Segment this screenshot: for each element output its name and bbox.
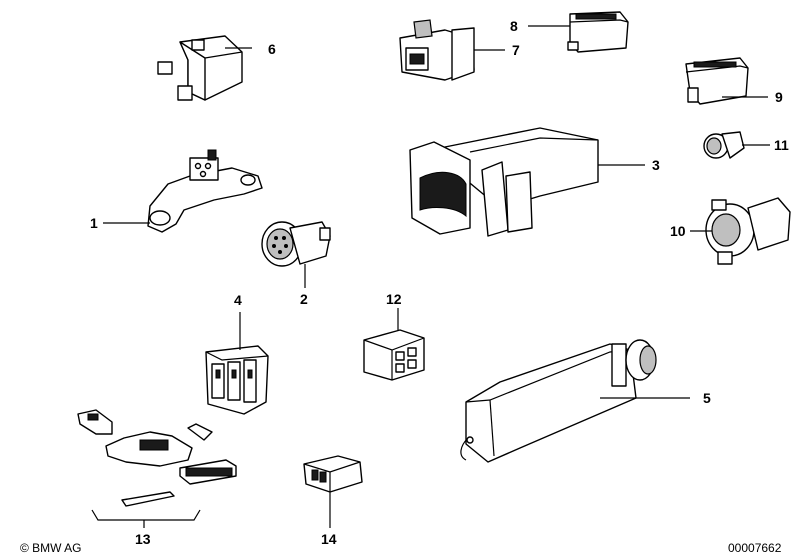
callout-4: 4	[234, 292, 242, 308]
callout-11: 11	[774, 137, 789, 153]
part-3-connector-housing[interactable]	[409, 127, 645, 237]
callout-8: 8	[510, 18, 518, 34]
part-11-round-socket[interactable]	[703, 131, 770, 159]
callout-3: 3	[652, 157, 660, 173]
part-7-connector-housing[interactable]	[399, 19, 505, 81]
callout-14: 14	[321, 531, 337, 547]
part-6-relay-socket[interactable]	[157, 35, 252, 101]
part-10-bulb-socket[interactable]	[690, 197, 791, 265]
part-2-round-connector[interactable]	[261, 221, 331, 288]
part-13-terminal-set[interactable]	[77, 409, 237, 528]
copyright-text: © BMW AG	[20, 541, 82, 555]
part-1-bracket[interactable]	[103, 149, 263, 233]
callout-5: 5	[703, 390, 711, 406]
callout-6: 6	[268, 41, 276, 57]
diagram-number: 00007662	[728, 541, 782, 555]
part-12-connector-block[interactable]	[363, 308, 425, 381]
callout-9: 9	[775, 89, 783, 105]
callout-10: 10	[670, 223, 686, 239]
part-9-multipin-plug[interactable]	[685, 57, 768, 105]
callout-12: 12	[386, 291, 402, 307]
part-5-enclosure[interactable]	[460, 339, 690, 463]
callout-7: 7	[512, 42, 520, 58]
callout-13: 13	[135, 531, 151, 547]
part-14-plug-housing[interactable]	[303, 455, 363, 528]
part-4-connector-block[interactable]	[205, 312, 269, 415]
callout-2: 2	[300, 291, 308, 307]
callout-1: 1	[90, 215, 98, 231]
part-8-multipin-plug[interactable]	[528, 11, 629, 53]
